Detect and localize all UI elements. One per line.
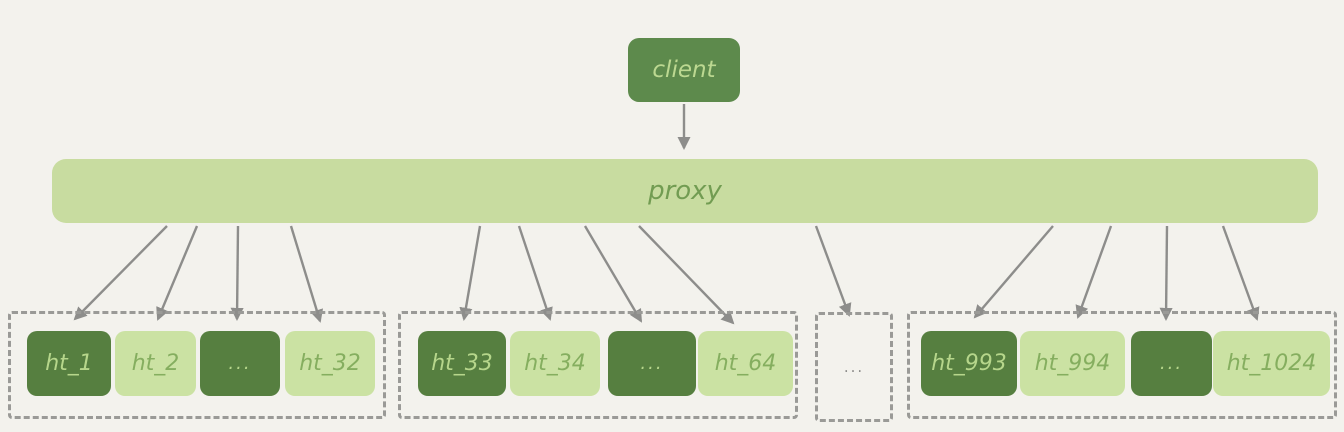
arrow-proxy-to-ht-33 xyxy=(459,225,482,321)
ht-node-ellipsis-2: ... xyxy=(608,331,696,396)
shard-group-1: ht_1 ht_2 ... ht_32 xyxy=(8,311,386,419)
ht-label: ht_64 xyxy=(714,351,777,376)
ht-label: ht_33 xyxy=(431,351,493,376)
ht-node-993: ht_993 xyxy=(921,331,1017,396)
arrow-proxy-to-ht-993 xyxy=(973,225,1054,319)
arrow-proxy-to-ht-1024 xyxy=(1221,225,1260,321)
ht-label: ht_1024 xyxy=(1226,351,1317,376)
ht-label: ht_993 xyxy=(931,351,1007,376)
shard-group-3: ht_993 ht_994 ... ht_1024 xyxy=(907,311,1337,419)
arrow-proxy-to-ht-34 xyxy=(517,225,553,321)
arrow-proxy-to-ht-2 xyxy=(156,225,199,321)
ht-node-33: ht_33 xyxy=(418,331,506,396)
proxy-node: proxy xyxy=(52,159,1318,223)
client-node: client xyxy=(628,38,740,102)
ht-label: ht_34 xyxy=(524,351,586,376)
ht-node-32: ht_32 xyxy=(285,331,375,396)
arrow-proxy-to-ht-ellipsis-1 xyxy=(230,225,244,321)
ht-label: ... xyxy=(640,353,664,374)
shard-group-2: ht_33 ht_34 ... ht_64 xyxy=(398,311,798,419)
ht-node-1: ht_1 xyxy=(27,331,111,396)
ht-node-2: ht_2 xyxy=(115,331,196,396)
arrow-proxy-to-ht-1 xyxy=(73,225,168,321)
arrow-proxy-to-ellipsis-group xyxy=(814,225,852,317)
client-label: client xyxy=(652,57,716,83)
ht-node-1024: ht_1024 xyxy=(1213,331,1330,396)
ellipsis-group-label: ... xyxy=(843,358,865,376)
ht-node-64: ht_64 xyxy=(698,331,793,396)
ht-node-ellipsis-1: ... xyxy=(200,331,280,396)
ht-node-994: ht_994 xyxy=(1020,331,1125,396)
ellipsis-group: ... xyxy=(815,312,893,422)
arrow-proxy-to-ht-ellipsis-2 xyxy=(583,225,643,323)
ht-label: ... xyxy=(1159,353,1184,374)
arrow-proxy-to-ht-32 xyxy=(289,225,324,323)
arrow-proxy-to-ht-994 xyxy=(1075,225,1113,319)
ht-label: ... xyxy=(228,353,252,374)
arrow-proxy-to-ht-64 xyxy=(638,225,735,325)
ht-label: ht_1 xyxy=(45,351,93,376)
arrow-proxy-to-ht-ellipsis-3 xyxy=(1159,225,1173,321)
ht-node-34: ht_34 xyxy=(510,331,600,396)
ht-label: ht_2 xyxy=(131,351,180,376)
ht-label: ht_32 xyxy=(299,351,361,376)
proxy-label: proxy xyxy=(648,176,722,206)
ht-node-ellipsis-3: ... xyxy=(1131,331,1212,396)
ht-label: ht_994 xyxy=(1034,351,1111,376)
